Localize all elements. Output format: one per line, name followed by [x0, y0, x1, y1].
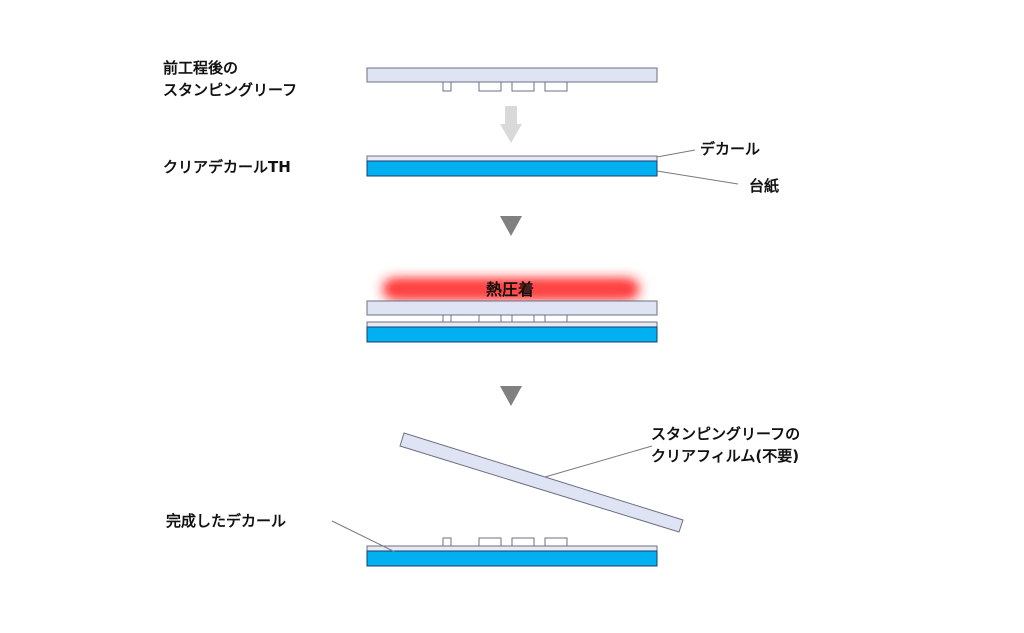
result-label: 完成したデカール	[166, 512, 287, 530]
heat-core	[392, 283, 630, 295]
peeled-clear-film	[399, 432, 684, 533]
leaf-foil-dot	[478, 314, 502, 323]
base-paper	[366, 550, 658, 567]
film-label-line2: クリアフィルム(不要)	[651, 447, 800, 465]
stamping-leaf-step1	[366, 67, 658, 92]
film-label-line1: スタンピングリーフの	[651, 425, 801, 443]
leaf-film	[366, 300, 658, 316]
down-triangle-icon	[500, 216, 522, 236]
base-paper	[366, 160, 658, 177]
foil-dot	[478, 537, 502, 547]
decal-leader-line	[656, 149, 696, 158]
decal-layer	[366, 155, 658, 162]
base-paper-label: 台紙	[749, 177, 780, 195]
leaf-foil-dot	[442, 314, 452, 323]
leaf-foil-dot	[511, 81, 535, 92]
down-arrow-icon	[500, 106, 522, 143]
clear-decal-step2	[366, 149, 739, 185]
base-paper-leader-line	[656, 170, 739, 185]
heat-press-step3	[366, 279, 658, 343]
step1-label-line1: 前工程後の	[163, 59, 239, 77]
decal-layer	[366, 545, 658, 552]
leaf-foil-dot	[478, 81, 502, 92]
completed-decal	[331, 520, 658, 567]
step1-label-line2: スタンピングリーフ	[163, 81, 298, 99]
base-paper	[366, 326, 658, 343]
foil-dot	[544, 537, 568, 547]
step2-label: クリアデカールTH	[163, 158, 291, 176]
leaf-foil-dot	[511, 314, 535, 323]
down-triangle-icon	[500, 386, 522, 406]
leaf-film	[366, 67, 658, 83]
film-leader-line	[544, 445, 653, 478]
leaf-foil-dot	[442, 81, 452, 92]
leaf-foil-dot	[544, 314, 568, 323]
tilted-film	[399, 432, 684, 533]
foil-dot	[511, 537, 535, 547]
decal-layer	[366, 321, 658, 328]
result-leader-line	[331, 520, 396, 553]
foil-dot	[442, 537, 452, 547]
heat-press-label: 熱圧着	[486, 280, 535, 299]
decal-label: デカール	[700, 140, 761, 158]
leaf-foil-dot	[544, 81, 568, 92]
